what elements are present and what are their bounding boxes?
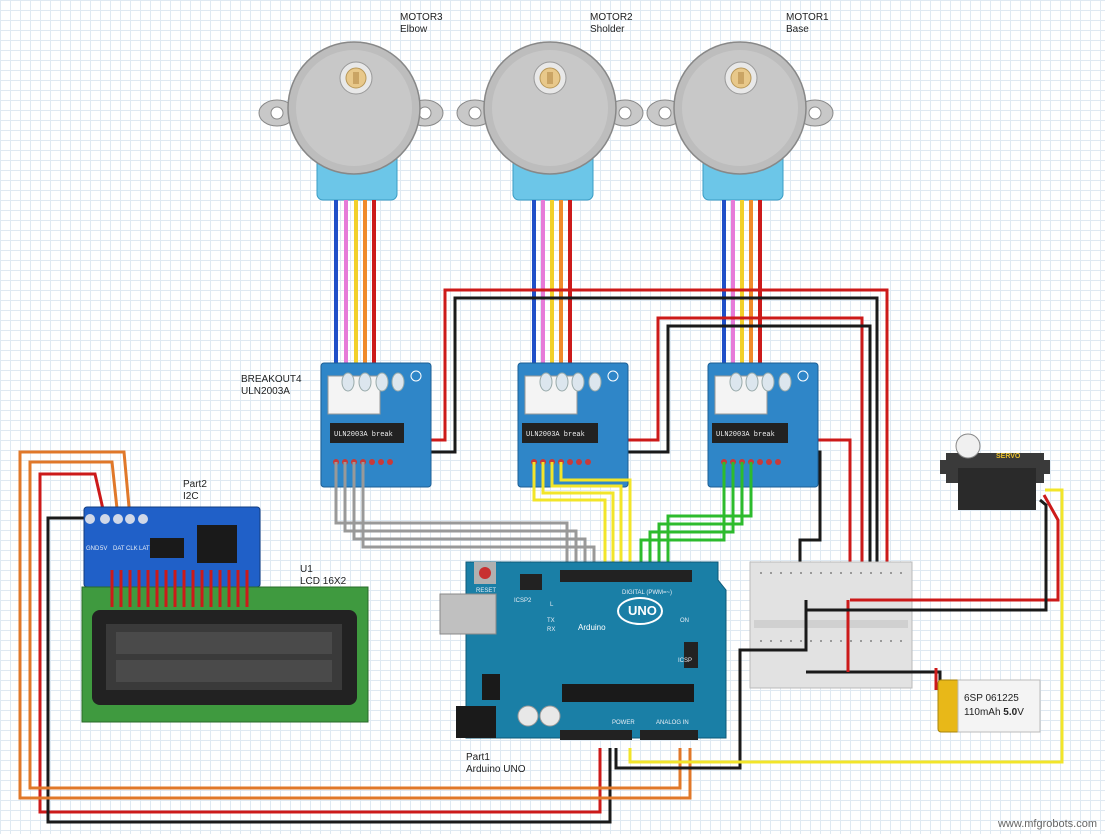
i2c-pin-dat: DAT [113, 546, 125, 552]
motor3 [258, 41, 444, 201]
arduino-analog-label: ANALOG IN [656, 720, 689, 726]
lcd-ref: U1 [300, 564, 313, 575]
battery-capacity: 110mAh [964, 707, 1003, 718]
motor2-name: MOTOR2 [590, 12, 633, 23]
battery: 6SP 061225 110mAh 5.0V [937, 679, 1041, 733]
i2c-pin-5v: 5V [100, 546, 107, 552]
i2c-pin-clk: CLK [126, 546, 138, 552]
gray-signal-wires [334, 462, 596, 574]
green-signal-wires [639, 462, 753, 574]
driver1-chip-label: ULN2003A break [334, 431, 393, 439]
motor3-ribbon [334, 200, 376, 378]
i2c-pin-lat: LAT [139, 546, 150, 552]
watermark: www.mfgrobots.com [997, 818, 1097, 830]
battery-voltage: 5.0 [1003, 707, 1017, 718]
i2c-ref: Part2 [183, 479, 207, 490]
driver2-chip-label: ULN2003A break [526, 431, 585, 439]
motor3-role: Elbow [400, 24, 428, 35]
driver-board-1: ULN2003A break [320, 362, 432, 488]
lcd-module [81, 586, 369, 723]
arduino-digital-label: DIGITAL (PWM=~) [622, 590, 672, 596]
battery-line2: 110mAh 5.0V [964, 707, 1024, 718]
lcd-header-wires [110, 570, 249, 607]
arduino-brand: Arduino [578, 623, 606, 632]
arduino-ref: Part1 [466, 752, 490, 763]
battery-line1: 6SP 061225 [964, 693, 1019, 704]
arduino-name: Arduino UNO [466, 764, 526, 775]
motor2-role: Sholder [590, 24, 625, 35]
driver-ref: BREAKOUT4 [241, 374, 302, 385]
yellow-signal-wires [532, 462, 632, 574]
arduino-icsp2-label: ICSP2 [514, 598, 532, 604]
motor2 [456, 41, 644, 201]
arduino-on-label: ON [680, 618, 689, 624]
servo: SERVO [940, 433, 1050, 510]
i2c-name: I2C [183, 491, 199, 502]
i2c-backpack: GND 5V DAT CLK LAT [83, 506, 261, 588]
motor1-name: MOTOR1 [786, 12, 829, 23]
arduino-l-label: L [550, 602, 554, 608]
motor1 [646, 41, 834, 201]
i2c-pin-gnd: GND [86, 546, 100, 552]
motor3-name: MOTOR3 [400, 12, 443, 23]
battery-unit: V [1017, 707, 1024, 718]
arduino-reset-label: RESET [476, 588, 496, 594]
driver-part: ULN2003A [241, 386, 290, 397]
lcd-name: LCD 16X2 [300, 576, 347, 587]
arduino-power-label: POWER [612, 720, 635, 726]
i2c-long-wires [18, 450, 692, 824]
arduino-uno: UNO Arduino RESET ICSP2 DIGITAL (PWM=~) … [439, 561, 727, 740]
motor1-role: Base [786, 24, 809, 35]
arduino-icsp-label: ICSP [678, 658, 692, 664]
uno-logo: UNO [628, 603, 657, 618]
arduino-tx-label: TX [547, 618, 555, 624]
bb-wires [614, 488, 1064, 770]
breadboard [749, 561, 913, 689]
driver3-chip-label: ULN2003A break [716, 431, 775, 439]
driver-leds [341, 372, 792, 392]
servo-label: SERVO [996, 453, 1021, 460]
arduino-rx-label: RX [547, 627, 555, 633]
